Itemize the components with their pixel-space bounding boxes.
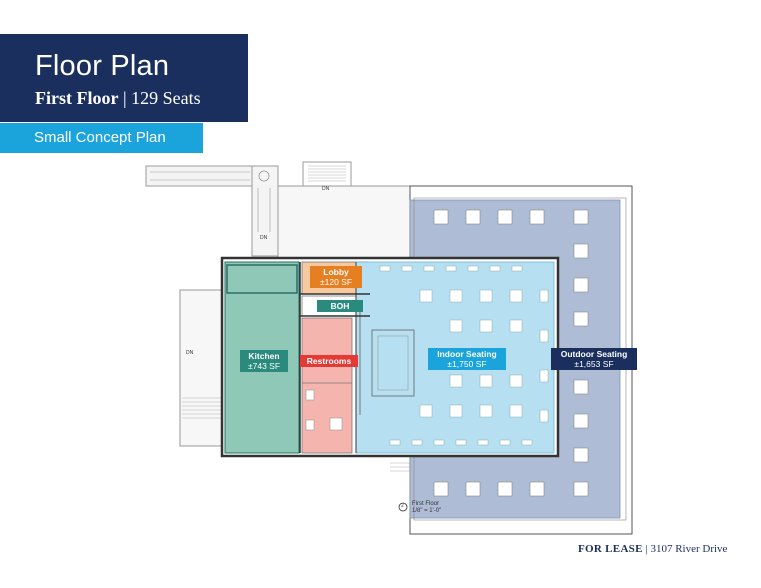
title-banner (0, 34, 248, 122)
stair-down-label-ramp: DN (260, 235, 268, 241)
stair-treads (182, 165, 410, 472)
boh-name: BOH (330, 301, 350, 311)
subtitle-separator: | (122, 88, 127, 108)
indoor-name: Indoor Seating (437, 349, 497, 359)
indoor-tables (379, 265, 549, 446)
footer-separator: | (645, 543, 648, 555)
section-number: 2 (401, 503, 404, 509)
for-lease-label: FOR LEASE (578, 543, 643, 555)
boh-label: BOH (317, 300, 363, 312)
entry-walkway (145, 161, 411, 447)
indoor-area-text: ±1,750 SF (447, 359, 487, 369)
accessible-symbol (258, 170, 270, 182)
indoor-seating-label: Indoor Seating±1,750 SF (428, 348, 506, 370)
stair-down-label-top: DN (322, 186, 330, 192)
lobby-area-text: ±120 SF (319, 277, 353, 287)
concept-banner (0, 123, 203, 153)
plan-caption-title: First Floor (412, 501, 439, 507)
restrooms-label: Restrooms (300, 355, 358, 367)
page-title: Floor Plan (35, 50, 170, 82)
outdoor-tables (433, 209, 589, 497)
concept-label: Small Concept Plan (34, 129, 166, 146)
address: 3107 River Drive (650, 543, 728, 555)
outdoor-seating-label: Outdoor Seating±1,653 SF (551, 348, 637, 370)
restrooms-name: Restrooms (306, 356, 352, 366)
kitchen-label: Kitchen±743 SF (240, 350, 288, 372)
seat-count: 129 Seats (131, 88, 201, 108)
restroom-area (301, 317, 353, 454)
outdoor-name: Outdoor Seating (560, 349, 628, 359)
plan-caption-scale: 1/8" = 1'-0" (412, 508, 442, 514)
stair-down-label-left: DN (186, 350, 194, 356)
floor-label: First Floor (35, 88, 119, 108)
outdoor-area-text: ±1,653 SF (574, 359, 614, 369)
kitchen-area-text: ±743 SF (247, 361, 281, 371)
footer: FOR LEASE | 3107 River Drive (578, 543, 727, 555)
page-subtitle: First Floor | 129 Seats (35, 88, 201, 109)
lobby-label: Lobby±120 SF (310, 266, 362, 288)
kitchen-name: Kitchen (248, 351, 280, 361)
bar-counter (371, 329, 415, 397)
lobby-name: Lobby (323, 267, 349, 277)
ramp-rails (150, 171, 271, 232)
